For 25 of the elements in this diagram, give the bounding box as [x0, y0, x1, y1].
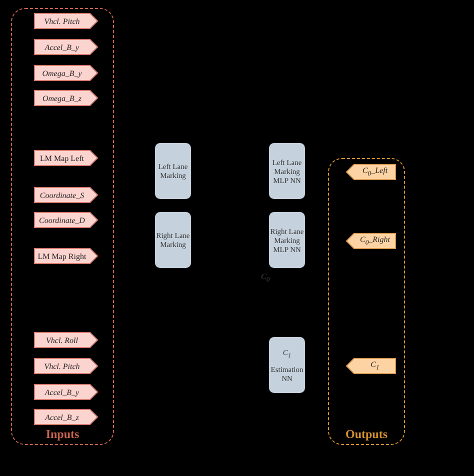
tag-label: Coordinate_S [40, 190, 84, 200]
process-block [269, 212, 305, 268]
tag-label: Omega_B_y [42, 68, 82, 78]
process-block [155, 143, 191, 199]
process-block [269, 143, 305, 199]
tag-label: Vhcl. Pitch [44, 362, 80, 370]
group-title: Outputs [345, 427, 388, 442]
tag-label: LM Map Left [40, 154, 84, 162]
tag-label: Accel_B_z [45, 412, 79, 422]
tag-label: Vhcl. Roll [46, 336, 78, 344]
tag-label: Vhcl. Pitch [44, 16, 80, 26]
tag-label: C$_{0}$_Right [360, 235, 390, 247]
tag-label: Omega_B_z [42, 94, 82, 102]
tag-label: Accel_B_y [44, 42, 80, 52]
tag-label: Coordinate_D [39, 216, 85, 224]
tag-label: C$_{0}$_Left [362, 166, 388, 178]
signal-label: C$_{0}$ [261, 272, 270, 284]
tag-label: Accel_B_y [44, 388, 80, 396]
process-block [155, 212, 191, 268]
process-block [269, 337, 305, 393]
dashed-group-frame [328, 158, 405, 445]
dashed-group-frame [11, 8, 114, 445]
tag-label: C$_{1}$ [370, 360, 380, 372]
group-title: Inputs [46, 427, 80, 442]
tag-label: LM Map Right [38, 252, 86, 260]
